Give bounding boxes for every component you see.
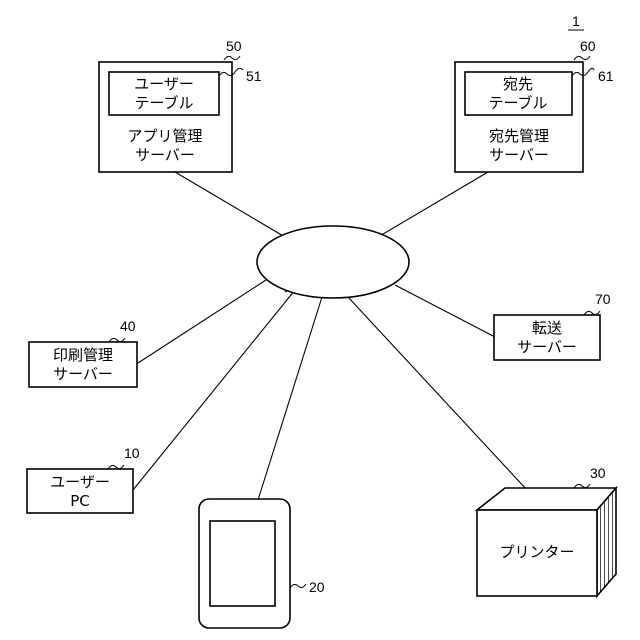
dest-table-number: 61 <box>598 68 614 84</box>
dest-server-label-line1: 宛先管理 <box>489 127 549 145</box>
user-table-label-line1: ユーザー <box>134 75 194 93</box>
app-server-leader <box>224 56 240 60</box>
app-server-node: ユーザー テーブル アプリ管理 サーバー 50 51 <box>99 38 262 172</box>
user-pc-label-line2: PC <box>70 492 90 510</box>
link-print-server <box>138 280 266 363</box>
app-server-label-line2: サーバー <box>135 146 195 164</box>
dest-server-number: 60 <box>580 38 596 54</box>
user-pc-label-line1: ユーザー <box>50 473 110 491</box>
transfer-server-label-line1: 転送 <box>532 319 562 337</box>
print-server-node: 印刷管理 サーバー 40 <box>29 318 137 387</box>
app-server-label-line1: アプリ管理 <box>127 127 202 145</box>
print-server-number: 40 <box>120 318 136 334</box>
transfer-server-label-line2: サーバー <box>517 338 577 356</box>
print-server-label-line1: 印刷管理 <box>53 346 113 364</box>
user-pc-number: 10 <box>124 445 140 461</box>
printer-top-face <box>477 488 616 510</box>
link-mobile <box>258 297 322 500</box>
mobile-screen <box>210 521 275 606</box>
dest-table-label-line2: テーブル <box>488 94 547 112</box>
network-ellipse <box>257 226 409 298</box>
dest-server-label-line2: サーバー <box>489 146 549 164</box>
mobile-node: 20 <box>199 499 325 628</box>
printer-number: 30 <box>590 465 606 481</box>
print-server-label-line2: サーバー <box>53 365 113 383</box>
figure-label: 1 <box>572 13 580 29</box>
transfer-server-number: 70 <box>595 291 611 307</box>
dest-server-node: 宛先 テーブル 宛先管理 サーバー 60 61 <box>455 38 614 172</box>
user-table-number: 51 <box>246 68 262 84</box>
dest-table-label-line1: 宛先 <box>503 75 533 93</box>
printer-node: プリンター 30 <box>477 465 616 596</box>
printer-label: プリンター <box>499 543 574 561</box>
link-transfer-server <box>395 285 495 337</box>
dest-server-leader <box>574 56 590 60</box>
transfer-server-node: 転送 サーバー 70 <box>494 291 611 360</box>
user-table-label-line2: テーブル <box>134 94 193 112</box>
mobile-leader <box>290 584 306 588</box>
user-pc-node: ユーザー PC 10 <box>27 445 140 513</box>
connections <box>133 172 527 500</box>
app-server-number: 50 <box>226 38 242 54</box>
mobile-number: 20 <box>309 579 325 595</box>
